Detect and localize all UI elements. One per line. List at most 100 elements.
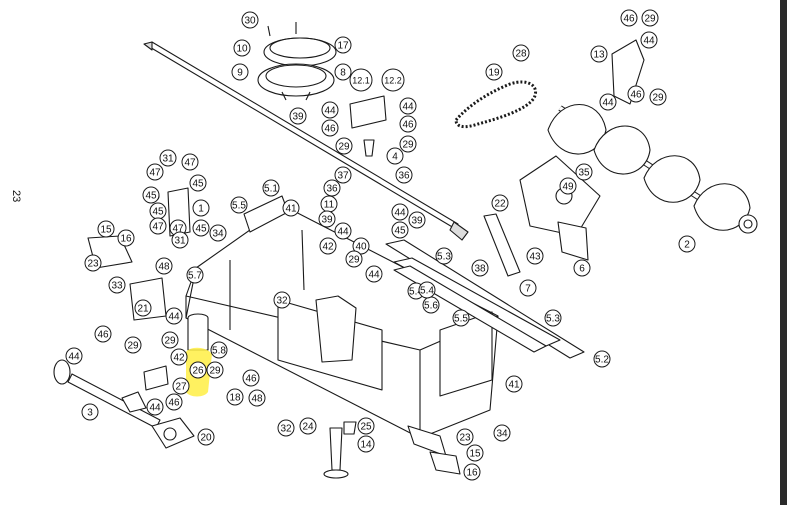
callout-label: 5.8: [212, 346, 226, 357]
callout-2: 2: [678, 235, 696, 253]
callout-circle: [146, 398, 164, 416]
callout-label: 42: [322, 242, 334, 253]
callout-23: 23: [456, 428, 474, 446]
scraper-strip: [483, 213, 521, 277]
callout-label: 12.2: [384, 76, 402, 86]
callout-36: 36: [323, 179, 341, 197]
callout-label: 5.5: [232, 201, 246, 212]
callout-label: 44: [368, 270, 380, 281]
callout-3: 3: [81, 403, 99, 421]
callout-label: 36: [326, 184, 338, 195]
callout-circle: [323, 179, 341, 197]
callout-label: 29: [209, 366, 221, 377]
callout-7: 7: [519, 279, 537, 297]
callout-label: 29: [652, 93, 664, 104]
callout-circle: [349, 68, 373, 92]
callout-29: 29: [206, 361, 224, 379]
callout-circle: [559, 177, 577, 195]
callout-label: 30: [244, 16, 256, 27]
callout-circle: [241, 11, 259, 29]
callout-circle: [117, 229, 135, 247]
callout-circle: [463, 463, 481, 481]
callout-18: 18: [226, 388, 244, 406]
callout-circle: [65, 347, 83, 365]
callout-40: 40: [352, 237, 370, 255]
main-housing: [185, 195, 499, 439]
callout-circle: [334, 36, 352, 54]
scrollbar[interactable]: [780, 0, 787, 505]
callout-label: 4: [392, 152, 398, 163]
callout-label: 5.6: [424, 301, 438, 312]
callout-44: 44: [321, 101, 339, 119]
callout-label: 45: [145, 191, 157, 202]
callout-circle: [471, 259, 489, 277]
callout-13: 13: [590, 45, 608, 63]
callout-44: 44: [334, 222, 352, 240]
callout-label: 5.4: [420, 286, 434, 297]
callout-47: 47: [181, 153, 199, 171]
jack-stand: [323, 421, 357, 479]
callout-circle: [124, 336, 142, 354]
callout-circle: [649, 88, 667, 106]
callout-23: 23: [84, 254, 102, 272]
callout-circle: [231, 63, 249, 81]
callout-label: 2: [684, 240, 690, 251]
gearbox: [151, 417, 195, 449]
callout-31: 31: [159, 149, 177, 167]
callout-label: 33: [111, 281, 123, 292]
callout-label: 9: [237, 68, 243, 79]
callout-29: 29: [335, 137, 353, 155]
callout-circle: [590, 45, 608, 63]
callout-29: 29: [124, 336, 142, 354]
callout-44: 44: [599, 93, 617, 111]
callout-5.6: 5.6: [422, 296, 440, 314]
callout-label: 20: [200, 433, 212, 444]
callout-label: 47: [149, 168, 161, 179]
callout-label: 47: [172, 224, 184, 235]
callout-29: 29: [345, 250, 363, 268]
callout-15: 15: [466, 444, 484, 462]
callout-label: 15: [100, 225, 112, 236]
callout-8: 8: [334, 63, 352, 81]
callout-5.1: 5.1: [262, 179, 280, 197]
callout-circle: [352, 237, 370, 255]
callout-29: 29: [649, 88, 667, 106]
callout-circle: [210, 341, 228, 359]
callout-42: 42: [170, 348, 188, 366]
callout-circle: [391, 203, 409, 221]
callout-46: 46: [399, 115, 417, 133]
callout-circle: [161, 331, 179, 349]
callout-label: 29: [127, 341, 139, 352]
callout-26: 26: [189, 361, 207, 379]
callout-label: 45: [152, 207, 164, 218]
callout-33: 33: [108, 276, 126, 294]
callout-label: 43: [529, 252, 541, 263]
callout-circle: [399, 97, 417, 115]
callout-circle: [289, 107, 307, 125]
callout-16: 16: [463, 463, 481, 481]
callout-label: 39: [411, 216, 423, 227]
callout-label: 29: [164, 336, 176, 347]
callout-circle: [485, 63, 503, 81]
callout-44: 44: [365, 265, 383, 283]
callout-46: 46: [321, 119, 339, 137]
callout-circle: [165, 307, 183, 325]
callout-circle: [165, 393, 183, 411]
callout-circle: [357, 417, 375, 435]
callout-circle: [519, 279, 537, 297]
callout-label: 5.3: [437, 252, 451, 263]
callout-circle: [365, 265, 383, 283]
callout-circle: [408, 211, 426, 229]
callout-label: 46: [623, 14, 635, 25]
callout-12.1: 12.1: [349, 68, 373, 92]
callout-24: 24: [299, 417, 317, 435]
callout-5.4: 5.4: [418, 281, 436, 299]
top-rod: [143, 41, 469, 241]
callout-label: 44: [394, 208, 406, 219]
callout-circle: [189, 361, 207, 379]
callout-label: 47: [152, 222, 164, 233]
callout-circle: [134, 299, 152, 317]
callout-label: 23: [87, 259, 99, 270]
callout-11: 11: [320, 195, 338, 213]
